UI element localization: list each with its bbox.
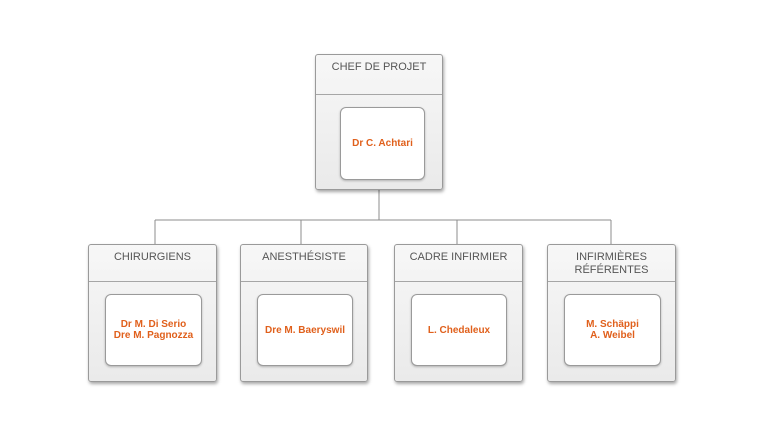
team-title-line: RÉFÉRENTES: [574, 264, 649, 276]
chief-person-box: Dr C. Achtari: [340, 107, 425, 180]
team-person-box: Dr M. Di Serio Dre M. Pagnozza: [105, 294, 202, 366]
chief-title: CHEF DE PROJET: [331, 61, 427, 73]
team-title: CHIRURGIENS: [113, 251, 191, 263]
team-member-name: Dre M. Baeryswil: [264, 324, 346, 336]
chief-header: CHEF DE PROJET: [316, 55, 442, 95]
team-member-name: Dr M. Di Serio: [120, 319, 187, 330]
team-person-box: M. Schäppi A. Weibel: [564, 294, 661, 366]
team-header: CADRE INFIRMIER: [395, 245, 522, 282]
team-person-box: L. Chedaleux: [411, 294, 507, 366]
team-member-name: M. Schäppi: [586, 319, 639, 330]
team-header: ANESTHÉSISTE: [241, 245, 367, 282]
team-member-name: A. Weibel: [590, 330, 635, 341]
team-title: ANESTHÉSISTE: [262, 251, 346, 263]
chief-card: CHEF DE PROJET Dr C. Achtari: [315, 54, 443, 190]
team-title: CADRE INFIRMIER: [409, 251, 508, 263]
team-card-chirurgiens: CHIRURGIENS Dr M. Di Serio Dre M. Pagnoz…: [88, 244, 217, 382]
team-card-infirmieres-referentes: INFIRMIÈRES RÉFÉRENTES M. Schäppi A. Wei…: [547, 244, 676, 382]
team-title: INFIRMIÈRES RÉFÉRENTES: [575, 251, 649, 277]
team-person-box: Dre M. Baeryswil: [257, 294, 353, 366]
team-member-name: Dre M. Pagnozza: [113, 330, 194, 341]
team-header: INFIRMIÈRES RÉFÉRENTES: [548, 245, 675, 282]
team-title-line: INFIRMIÈRES: [576, 251, 647, 263]
team-card-cadre-infirmier: CADRE INFIRMIER L. Chedaleux: [394, 244, 523, 382]
team-member-name: L. Chedaleux: [427, 324, 491, 336]
chief-name: Dr C. Achtari: [352, 138, 413, 149]
team-header: CHIRURGIENS: [89, 245, 216, 282]
team-card-anesthesiste: ANESTHÉSISTE Dre M. Baeryswil: [240, 244, 368, 382]
